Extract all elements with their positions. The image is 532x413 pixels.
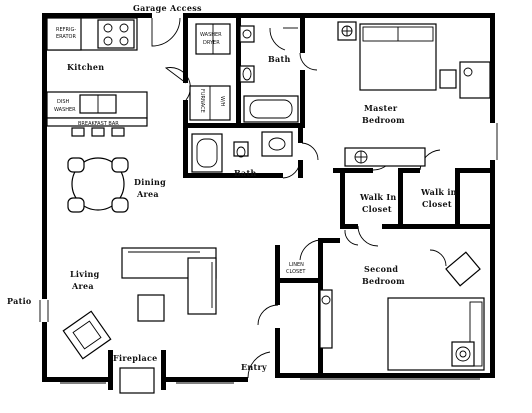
second-bedroom-label: Second [364,264,398,274]
fireplace-label: Fireplace [113,353,158,363]
washer-dryer-label-2: DRYER [203,40,220,46]
entry-label: Entry [241,362,267,372]
bath-lower-label: Bath [234,168,257,178]
kitchen-label: Kitchen [67,62,104,72]
room-labels: Garage Access REFRIG- ERATOR WASHER DRYE… [7,3,457,372]
breakfast-bar-label: BREAKFAST BAR [78,121,119,127]
washer-dryer-label: WASHER [200,32,222,38]
master-bedroom-label: Master [364,103,398,113]
refrigerator-label-2: ERATOR [56,34,76,40]
living-area-label: Living [70,269,100,279]
walk-in-closet-right-label: Walk in [420,187,457,197]
dining-living-furniture [62,157,217,360]
water-heater-label: W/H [219,96,225,107]
dining-area-label: Dining [134,177,166,187]
master-bedroom-furniture [337,21,491,167]
furnace-label: FURNACE [199,89,205,113]
dishwasher-label-2: WASHER [54,107,76,113]
doors [151,17,441,379]
garage-access-label: Garage Access [133,3,202,13]
dining-area-label-2: Area [136,189,159,199]
linen-closet-label-2: CLOSET [286,269,306,275]
bath-upper-label: Bath [268,54,291,64]
master-bedroom-label-2: Bedroom [362,115,405,125]
living-area-label-2: Area [71,281,94,291]
interior-walls [108,13,495,394]
kitchen-fixtures [46,17,148,137]
linen-closet-label: LINEN [289,262,304,268]
second-bedroom-label-2: Bedroom [362,276,405,286]
dishwasher-label: DISH [57,99,69,105]
refrigerator-label: REFRIG- [56,27,76,33]
bath-fixtures [189,23,299,173]
walk-in-closet-left-label-2: Closet [362,204,392,214]
walk-in-closet-right-label-2: Closet [422,199,452,209]
patio-label: Patio [7,296,32,306]
second-bedroom-furniture [319,249,485,371]
outer-walls [39,13,498,384]
walk-in-closet-left-label: Walk In [359,192,397,202]
